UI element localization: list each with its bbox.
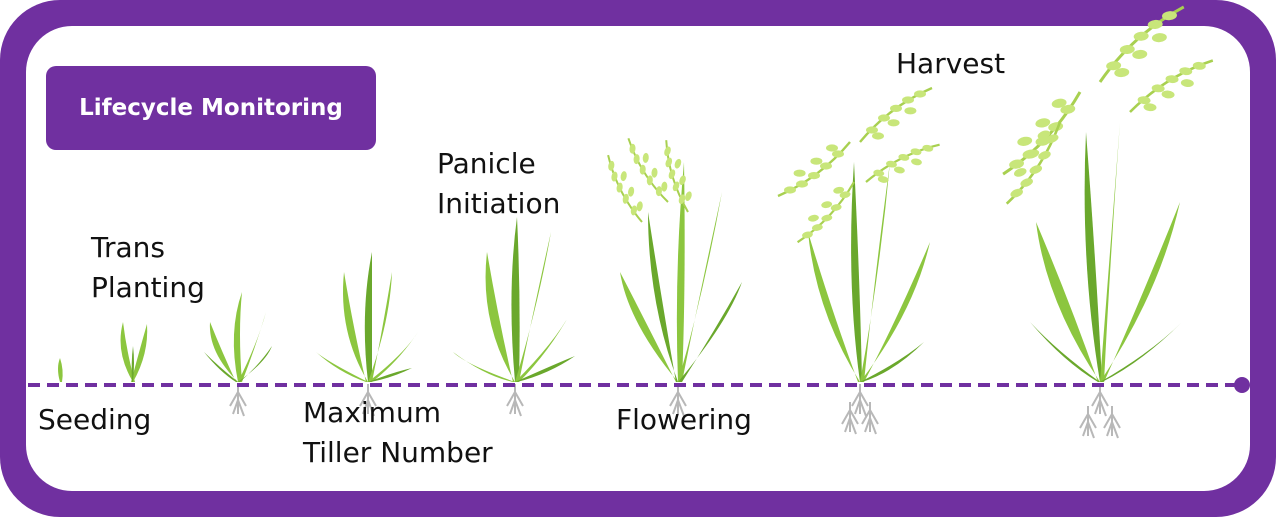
plant-maximum-tiller [316,252,418,417]
title-badge: Lifecycle Monitoring [46,66,376,150]
stage-label-seeding: Seeding [38,403,152,436]
stage-label-harvest: Harvest [896,47,1006,80]
plant-harvest [985,5,1215,439]
stage-label-maximum-tiller: Maximum Tiller Number [303,396,493,469]
stage-label-transplanting: Trans Planting [91,231,205,304]
plant-seeding [58,358,63,382]
stage-label-flowering: Flowering [616,403,752,436]
plant-tillering [204,292,272,417]
plant-heading [776,86,941,435]
stage-label-panicle-initiation: Panicle Initiation [437,147,561,220]
plant-flowering [596,137,742,417]
plant-transplanting [120,322,148,382]
timeline-end-dot-icon [1234,377,1250,393]
plant-panicle-initiation [453,217,575,417]
